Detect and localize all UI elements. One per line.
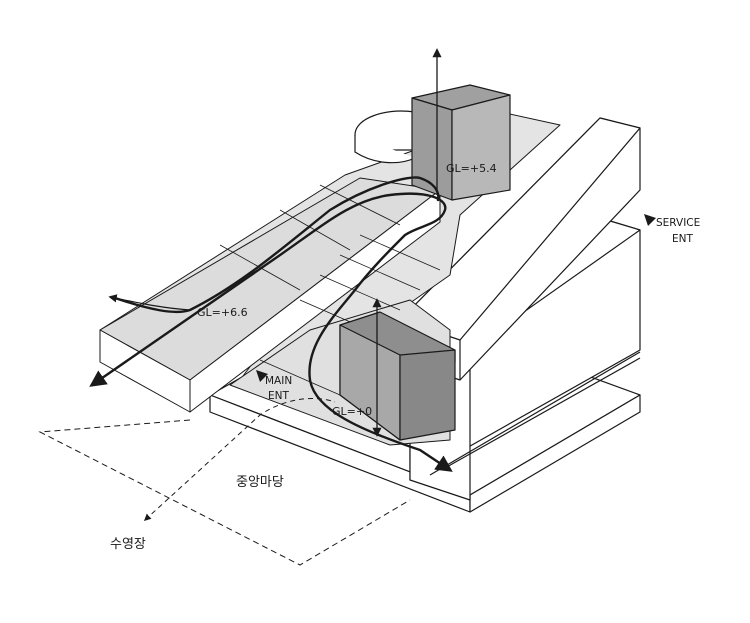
gl-ground-label: GL=+0: [332, 405, 372, 418]
gl-upper-label: GL=+5.4: [446, 162, 497, 175]
labels: GL=+5.4 GL=+6.6 GL=+0 SERVICE ENT MAIN E…: [110, 162, 700, 552]
plaza-label: 중앙마당: [236, 475, 284, 490]
pool-label: 수영장: [110, 537, 146, 552]
entry-markers: [256, 214, 656, 382]
service-entry-marker: [644, 214, 656, 226]
gl-left-label: GL=+6.6: [197, 306, 248, 319]
main-entry-label-2: ENT: [268, 390, 289, 402]
main-entry-marker: [256, 370, 268, 382]
exit-arrow-left: [108, 294, 191, 311]
vertical-arrows: [372, 48, 442, 437]
pool-path: [143, 398, 336, 521]
main-entry-label-1: MAIN: [265, 375, 292, 387]
circulation-path: [89, 176, 453, 472]
service-entry-label-2: ENT: [672, 233, 693, 245]
service-entry-label-1: SERVICE: [656, 217, 700, 229]
upper-core: [411, 84, 511, 201]
